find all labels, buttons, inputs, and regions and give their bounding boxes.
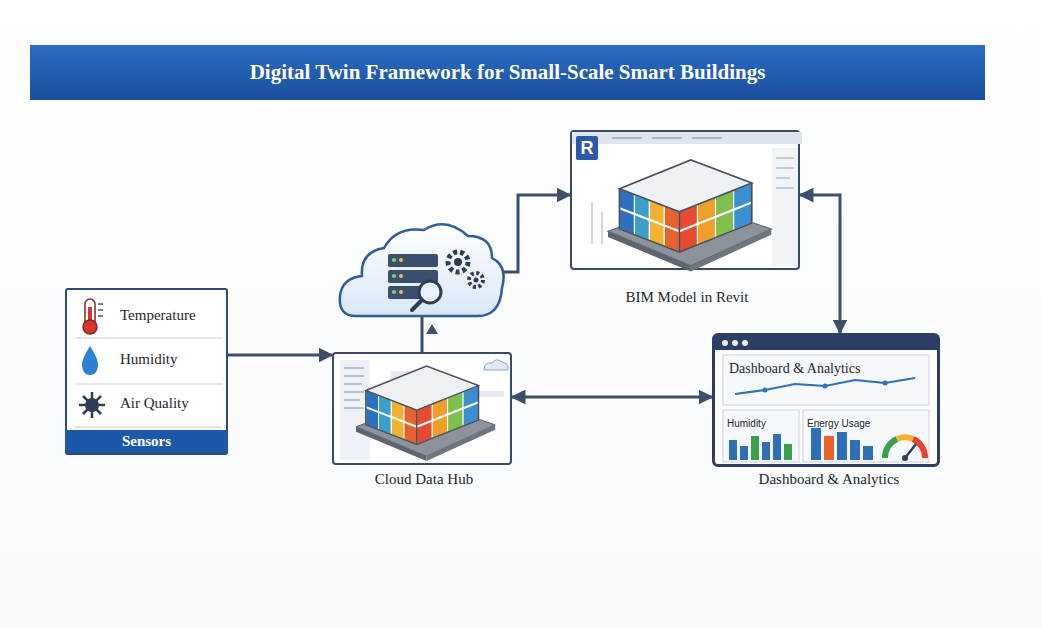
title-text-wrap: Digital Twin Framework for Small-Scale S… <box>30 45 985 100</box>
title-text: Digital Twin Framework for Small-Scale S… <box>250 60 766 85</box>
node-text-wrap: Energy Usage <box>807 413 870 431</box>
flow-arrow <box>512 396 712 399</box>
node-text-wrap: Dashboard & Analytics <box>729 359 860 377</box>
dashboard-box-illustration <box>715 336 943 470</box>
node-text: Energy Usage <box>807 418 870 429</box>
title-band: Digital Twin Framework for Small-Scale S… <box>30 45 985 100</box>
node-text: Humidity <box>120 351 178 367</box>
logo-letter: R <box>581 138 594 159</box>
node-text: Humidity <box>727 418 766 429</box>
node-text: Dashboard & Analytics <box>729 361 860 376</box>
flow-arrow <box>800 195 840 333</box>
sensor-band-wrap: Sensors <box>65 430 228 453</box>
sensor-panel: TemperatureHumidityAir QualitySensors <box>65 288 228 455</box>
node-caption: BIM Model in Revit <box>626 289 749 305</box>
dashboard-box: Dashboard & AnalyticsHumidity Energy Usag… <box>712 333 940 467</box>
node-caption: Cloud Data Hub <box>375 471 473 487</box>
bim-box-illustration <box>572 132 802 272</box>
hub-box: Cloud Data Hub <box>332 352 512 465</box>
node-text-wrap: Humidity <box>120 350 178 368</box>
logo-letter-wrap: R <box>576 136 598 160</box>
node-caption-wrap: BIM Model in Revit <box>512 288 862 306</box>
bim-box: BIM Model in RevitR <box>570 130 800 270</box>
node-text: Temperature <box>120 307 196 323</box>
node-text: Sensors <box>122 433 171 450</box>
node-caption-wrap: Dashboard & Analytics <box>655 470 1003 488</box>
hub-box-illustration <box>334 354 514 467</box>
node-caption: Dashboard & Analytics <box>759 471 900 487</box>
node-text-wrap: Air Quality <box>120 394 189 412</box>
flow-arrow <box>228 354 332 357</box>
node-caption-wrap: Cloud Data Hub <box>274 470 574 488</box>
node-text: Air Quality <box>120 395 189 411</box>
node-text-wrap: Temperature <box>120 306 196 324</box>
node-text-wrap: Humidity <box>727 413 766 431</box>
